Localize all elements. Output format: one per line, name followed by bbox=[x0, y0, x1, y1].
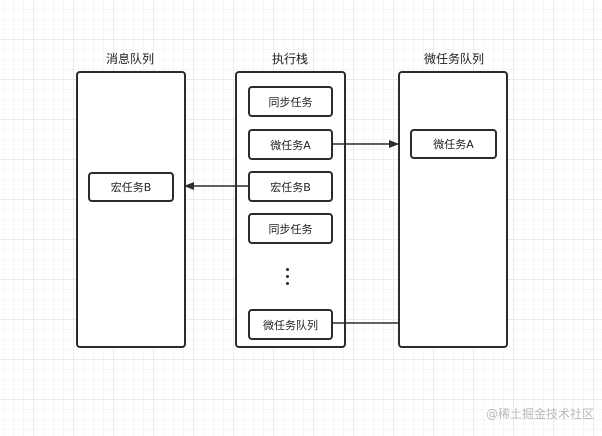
message-queue-title: 消息队列 bbox=[105, 52, 154, 66]
message-queue-task-macrotask-b: 宏任务B bbox=[88, 172, 174, 202]
watermark: @稀土掘金技术社区 bbox=[485, 407, 594, 421]
call-stack-task-microtask-queue: 微任务队列 bbox=[248, 309, 333, 340]
call-stack-title: 执行栈 bbox=[271, 52, 308, 66]
microtask-queue-panel bbox=[398, 71, 508, 348]
microtask-queue-task-microtask-a: 微任务A bbox=[410, 129, 497, 159]
message-queue-panel bbox=[76, 71, 186, 348]
ellipsis-vertical-icon bbox=[286, 268, 290, 288]
call-stack-panel bbox=[235, 71, 346, 348]
call-stack-task-microtask-a: 微任务A bbox=[248, 129, 333, 160]
call-stack-task-sync-2: 同步任务 bbox=[248, 213, 333, 244]
call-stack-task-sync-1: 同步任务 bbox=[248, 86, 333, 117]
microtask-queue-title: 微任务队列 bbox=[423, 52, 484, 66]
call-stack-task-macrotask-b: 宏任务B bbox=[248, 171, 333, 202]
